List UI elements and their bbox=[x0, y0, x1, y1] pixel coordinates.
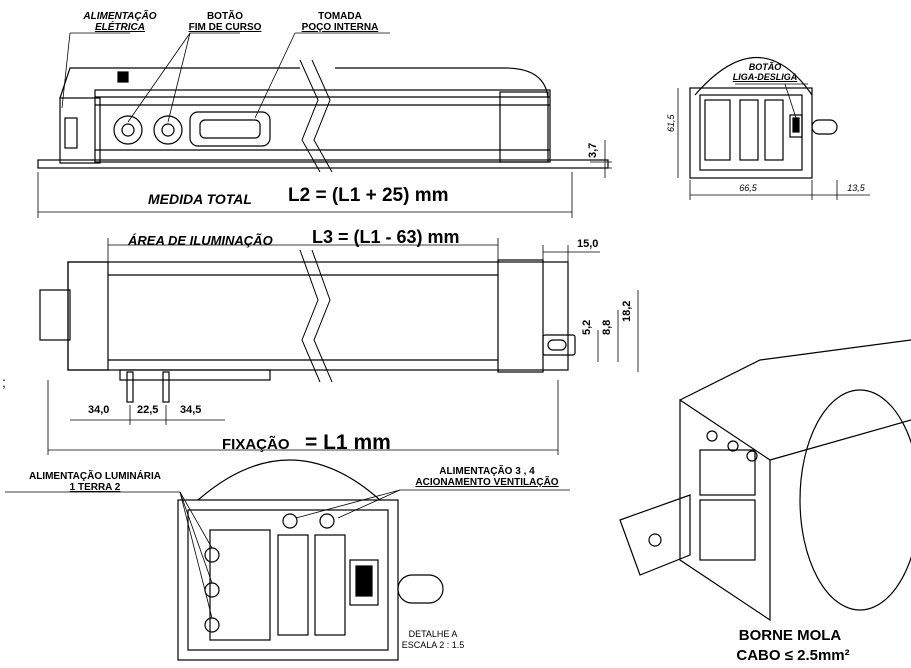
total-length-formula: L2 = (L1 + 25) mm bbox=[288, 185, 449, 206]
fixing-formula: = L1 mm bbox=[305, 431, 391, 454]
socket-callout-line2: POÇO INTERNA bbox=[301, 22, 379, 33]
lighting-area-label: ÁREA DE ILUMINAÇÃO bbox=[128, 233, 273, 248]
cable-spec-label: CABO ≤ 2.5mm² bbox=[736, 647, 850, 664]
isometric-view bbox=[619, 339, 911, 622]
plan-dims bbox=[47, 238, 639, 455]
fixing-label: FIXAÇÃO bbox=[222, 436, 290, 453]
limit-callout-line2: FIM DE CURSO bbox=[188, 22, 262, 33]
total-length-label: MEDIDA TOTAL bbox=[148, 191, 252, 207]
dim-15-0: 15,0 bbox=[577, 238, 599, 250]
dim-22-5: 22,5 bbox=[137, 404, 159, 416]
dim-61-5: 61,5 bbox=[666, 114, 676, 132]
lighting-area-formula: L3 = (L1 - 63) mm bbox=[312, 227, 460, 247]
dim-18-2: 18,2 bbox=[621, 300, 633, 322]
side-view bbox=[37, 59, 612, 218]
dim-5-2: 5,2 bbox=[581, 319, 593, 335]
dim-8-8: 8,8 bbox=[601, 319, 613, 335]
luminaire-callout-line2: 1 TERRA 2 bbox=[69, 482, 121, 493]
dim-34-5: 34,5 bbox=[180, 404, 202, 416]
ventilation-callout-line2: ACIONAMENTO VENTILAÇÃO bbox=[415, 477, 559, 488]
terminal-type-label: BORNE MOLA bbox=[738, 627, 842, 644]
dim-34-0: 34,0 bbox=[88, 404, 110, 416]
leaders-top bbox=[61, 32, 390, 123]
power-callout-line1: ALIMENTAÇÃO bbox=[83, 11, 157, 22]
onoff-callout-line1: BOTÃO bbox=[748, 62, 782, 72]
detail-scale: ESCALA 2 : 1.5 bbox=[401, 640, 465, 650]
detail-title: DETALHE A bbox=[408, 629, 458, 639]
limit-callout-line1: BOTÃO bbox=[206, 11, 244, 22]
detail-a-view bbox=[5, 459, 570, 661]
dim-3-7: 3,7 bbox=[587, 142, 599, 158]
ventilation-callout-line1: ALIMENTAÇÃO 3 , 4 bbox=[439, 466, 535, 477]
end-view bbox=[677, 57, 870, 200]
socket-callout-line1: TOMADA bbox=[318, 11, 362, 22]
onoff-callout-line2: LIGA-DESLIGA bbox=[732, 72, 798, 82]
dim-66-5: 66,5 bbox=[739, 183, 757, 193]
luminaire-callout-line1: ALIMENTAÇÃO LUMINÁRIA bbox=[28, 471, 162, 482]
stray-mark: ; bbox=[2, 374, 6, 390]
power-callout-line2: ELÉTRICA bbox=[95, 22, 145, 33]
dim-13-5: 13,5 bbox=[847, 183, 865, 193]
plan-view bbox=[39, 249, 576, 403]
